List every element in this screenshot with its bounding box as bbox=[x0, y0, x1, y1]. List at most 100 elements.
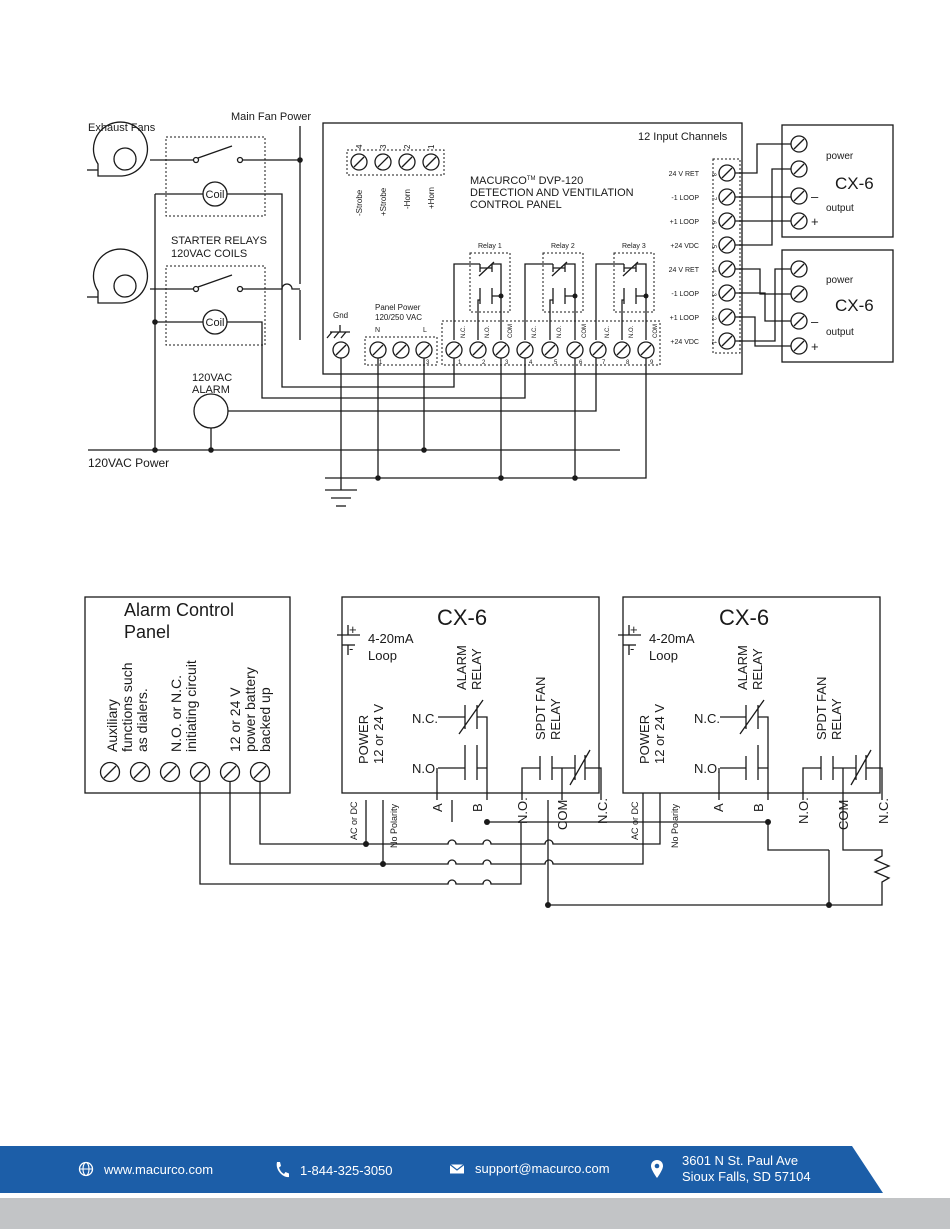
cx6-module-2 bbox=[781, 249, 894, 363]
horn-term-strobe-minus: -Strobe bbox=[355, 189, 364, 216]
it-num-3: 3 bbox=[710, 293, 716, 297]
cx6-1-power: power bbox=[826, 151, 854, 162]
cx6-1-term-nc: N.C. bbox=[595, 798, 610, 824]
footer-email[interactable]: support@macurco.com bbox=[449, 1161, 610, 1176]
cx6-2-output: output bbox=[826, 327, 854, 338]
svg-text:+: + bbox=[349, 622, 357, 637]
relay-blocks bbox=[469, 252, 655, 313]
starter-relays-coils-label: 120VAC COILS bbox=[171, 248, 247, 260]
it-num-5: 5 bbox=[710, 245, 716, 249]
cx6-2-loop: 4-20mA bbox=[649, 631, 695, 646]
panel-title: MACURCOTM DVP-120 bbox=[470, 175, 583, 187]
phone-icon bbox=[276, 1162, 289, 1178]
relay-1-label: Relay 1 bbox=[478, 243, 502, 250]
address-line-2: Sioux Falls, SD 57104 bbox=[682, 1169, 811, 1184]
cx6-1-title: CX-6 bbox=[835, 174, 874, 193]
cx6-2-terminal-labels: AC or DC No Polarity A B N.O. COM N.C. bbox=[630, 797, 891, 848]
rt-label-2: N.O. bbox=[485, 325, 491, 338]
fan-power-wires bbox=[88, 126, 647, 490]
cx6-2-term-b: B bbox=[751, 803, 766, 812]
rt-label-9: COM bbox=[653, 324, 659, 338]
horn-strobe-terminal-block bbox=[346, 149, 445, 176]
cx6-1-term-a: A bbox=[430, 803, 445, 812]
it-num-2: 2 bbox=[710, 317, 716, 321]
cx6-loop-wires bbox=[735, 143, 791, 347]
relay-labels: Relay 1 Relay 2 Relay 3 bbox=[478, 243, 646, 250]
dvp-120-wiring: Exhaust Fans Main Fan Power Coil bbox=[87, 111, 894, 507]
cx6-2-minus: – bbox=[811, 314, 819, 329]
cx6-1-plus: + bbox=[811, 214, 819, 229]
cx6-1-alarm-relay: ALARM RELAY bbox=[454, 642, 484, 690]
cx6-1-nc-label: N.C. bbox=[412, 711, 438, 726]
starter-relay-1 bbox=[165, 136, 266, 217]
relay-term-labels: N.C. N.O. COM N.C. N.O. COM N.C. N.O. CO… bbox=[458, 324, 659, 366]
dvp-120-panel bbox=[322, 122, 743, 375]
email-text[interactable]: support@macurco.com bbox=[475, 1161, 610, 1176]
cx6-1-relay-contacts bbox=[436, 699, 602, 800]
cx6-1-term-acdc: AC or DC bbox=[349, 801, 359, 840]
footer-website[interactable]: www.macurco.com bbox=[78, 1161, 213, 1177]
cx6-2-relay-contacts bbox=[718, 699, 883, 800]
relay-3-label: Relay 3 bbox=[622, 243, 646, 250]
panel-power-label: Panel Power bbox=[375, 303, 421, 312]
cx6-1-term-b: B bbox=[470, 803, 485, 812]
cx6-2-term-a: A bbox=[711, 803, 726, 812]
cx6-1-loop: 4-20mA bbox=[368, 631, 414, 646]
it-label-5: 24 V RET bbox=[669, 267, 700, 274]
chassis-ground-icon bbox=[326, 325, 350, 339]
cx6-2-term-nc: N.C. bbox=[876, 798, 891, 824]
svg-text:+: + bbox=[630, 622, 638, 637]
ground-icon bbox=[325, 489, 357, 507]
cx6-2-battery-icon: + - bbox=[618, 622, 641, 656]
cx6-2-plus: + bbox=[811, 339, 819, 354]
rt-num-3: 3 bbox=[505, 360, 509, 366]
cx6-2-no-label: N.O. bbox=[694, 761, 721, 776]
rt-num-7: 7 bbox=[602, 360, 606, 366]
footer-address: 3601 N St. Paul Ave Sioux Falls, SD 5710… bbox=[650, 1153, 811, 1185]
it-label-1: 24 V RET bbox=[669, 171, 700, 178]
cx6-1-term-nopol: No Polarity bbox=[389, 803, 399, 848]
relay-terminals bbox=[445, 341, 655, 359]
exhaust-fan-2-icon bbox=[87, 248, 149, 304]
rt-label-1: N.C. bbox=[461, 326, 467, 338]
globe-icon bbox=[78, 1161, 94, 1177]
relay-contacts bbox=[453, 261, 649, 340]
starter-relay-2-contact bbox=[192, 274, 244, 293]
footer-phone[interactable]: 1-844-325-3050 bbox=[274, 1161, 393, 1179]
rt-label-3: COM bbox=[508, 324, 514, 338]
power-120vac-label: 120VAC Power bbox=[88, 456, 169, 470]
rt-num-1: 1 bbox=[458, 360, 462, 366]
footer: www.macurco.com 1-844-325-3050 support@m… bbox=[0, 1146, 950, 1229]
starter-relay-1-contact bbox=[192, 145, 244, 164]
rt-num-2: 2 bbox=[482, 360, 486, 366]
website-text[interactable]: www.macurco.com bbox=[104, 1161, 214, 1177]
alarm-120vac bbox=[193, 393, 229, 429]
alarm-control-panel bbox=[84, 596, 291, 794]
cx6-2-alarm-relay: ALARM RELAY bbox=[735, 642, 765, 690]
horn-strobe-terminals bbox=[350, 153, 440, 171]
starter-relays-label: STARTER RELAYS bbox=[171, 235, 267, 247]
acp-terminal-labels: Auxiliary functions such as dialers. N.O… bbox=[104, 660, 273, 752]
acp-terminals bbox=[99, 761, 271, 783]
cx6-1-battery-icon: + - bbox=[337, 622, 360, 656]
phone-text[interactable]: 1-844-325-3050 bbox=[300, 1162, 393, 1178]
it-label-2: -1 LOOP bbox=[671, 195, 699, 202]
gnd-label: Gnd bbox=[333, 311, 348, 320]
cx6-2-power: power bbox=[826, 275, 854, 286]
it-num-1: 1 bbox=[710, 341, 716, 345]
panel-title-3: CONTROL PANEL bbox=[470, 199, 562, 211]
rt-label-6: COM bbox=[582, 324, 588, 338]
cx6-2-term-no: N.O. bbox=[796, 797, 811, 824]
coil-1-label: Coil bbox=[206, 189, 225, 201]
cx6-module-1 bbox=[781, 124, 894, 238]
panel-power-l: L bbox=[423, 327, 427, 334]
cx6-1-power-label: POWER 12 or 24 V bbox=[356, 704, 386, 764]
input-term-labels: 24 V RET -1 LOOP +1 LOOP +24 VDC 24 V RE… bbox=[669, 171, 700, 346]
panel-power-n: N bbox=[375, 327, 380, 334]
alarm-label: 120VAC bbox=[192, 372, 232, 384]
cx6-2-loop-2: Loop bbox=[649, 648, 678, 663]
relay-terminal-block bbox=[441, 320, 661, 366]
acp-initiating-label: N.O. or N.C. initiating circuit bbox=[168, 660, 199, 752]
acp-power-label: 12 or 24 V power battery backed up bbox=[227, 663, 273, 752]
rt-num-8: 8 bbox=[626, 360, 630, 366]
